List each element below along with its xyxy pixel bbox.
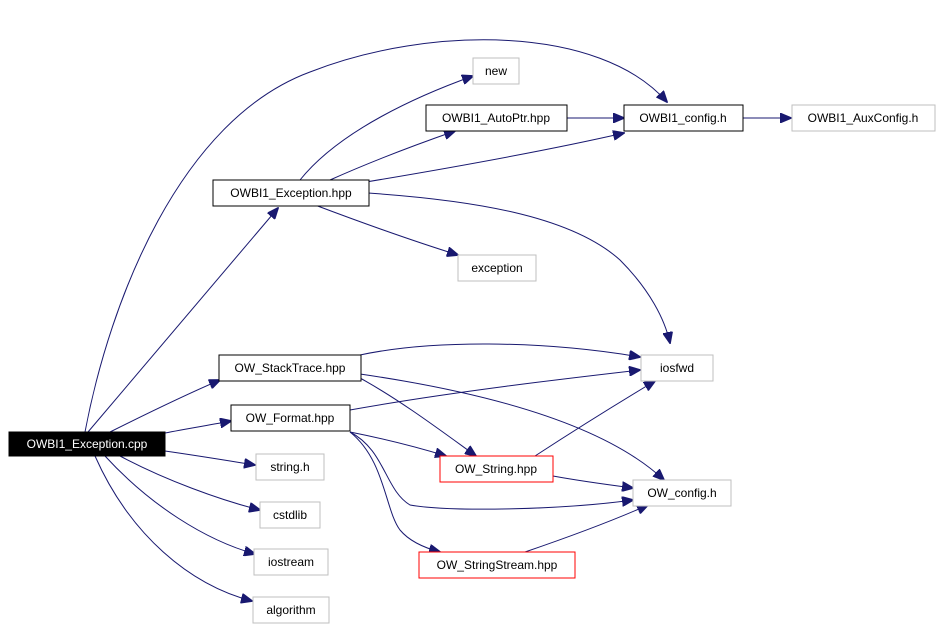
edge-owbi1-exception-hpp-to-new xyxy=(299,76,473,181)
edge-ow-format-hpp-to-ow-string-hpp xyxy=(349,431,446,456)
edge-ow-stacktrace-hpp-to-iosfwd xyxy=(359,343,640,357)
node-label: new xyxy=(485,64,507,78)
edge-ow-string-hpp-to-ow-config-h xyxy=(552,475,633,488)
node-owbi1-auxconfig-h[interactable]: OWBI1_AuxConfig.h xyxy=(791,104,936,132)
node-label: OWBI1_AuxConfig.h xyxy=(808,111,919,125)
node-label: OWBI1_Exception.hpp xyxy=(230,186,352,200)
edge-owbi1-exception-hpp-to-iosfwd xyxy=(367,192,670,343)
node-ow-stacktrace-hpp[interactable]: OW_StackTrace.hpp xyxy=(218,354,362,382)
edge-owbi1-exception-cpp-to-ow-stacktrace-hpp xyxy=(109,380,220,433)
node-label: iosfwd xyxy=(660,361,694,375)
edges-layer xyxy=(84,39,791,601)
node-label: OWBI1_AutoPtr.hpp xyxy=(442,111,550,125)
node-new[interactable]: new xyxy=(472,57,520,85)
node-label: OW_String.hpp xyxy=(455,462,537,476)
node-label: OWBI1_Exception.cpp xyxy=(27,437,148,451)
node-label: OW_config.h xyxy=(647,486,716,500)
edge-owbi1-exception-cpp-to-cstdlib xyxy=(119,455,260,510)
edge-ow-format-hpp-to-ow-stringstream-hpp xyxy=(349,431,440,552)
node-owbi1-config-h[interactable]: OWBI1_config.h xyxy=(623,104,744,132)
edge-ow-stringstream-hpp-to-ow-config-h xyxy=(524,505,648,553)
node-algorithm[interactable]: algorithm xyxy=(252,596,330,624)
node-label: algorithm xyxy=(266,603,315,617)
node-label: OW_Format.hpp xyxy=(246,411,335,425)
node-ow-stringstream-hpp[interactable]: OW_StringStream.hpp xyxy=(418,551,576,579)
edge-ow-string-hpp-to-iosfwd xyxy=(534,381,655,457)
node-label: exception xyxy=(471,261,522,275)
node-label: OW_StackTrace.hpp xyxy=(235,361,346,375)
node-owbi1-autoptr-hpp[interactable]: OWBI1_AutoPtr.hpp xyxy=(425,104,568,132)
node-label: cstdlib xyxy=(273,508,307,522)
node-label: OW_StringStream.hpp xyxy=(437,558,558,572)
node-exception[interactable]: exception xyxy=(457,254,537,282)
edge-owbi1-exception-cpp-to-iostream xyxy=(104,455,255,554)
node-iosfwd[interactable]: iosfwd xyxy=(640,354,714,382)
edge-owbi1-exception-cpp-to-algorithm xyxy=(94,455,252,601)
node-label: iostream xyxy=(268,555,314,569)
edge-owbi1-exception-cpp-to-owbi1-exception-hpp xyxy=(87,208,278,433)
edge-owbi1-exception-hpp-to-owbi1-autoptr-hpp xyxy=(329,131,455,181)
edge-owbi1-exception-cpp-to-owbi1-config-h xyxy=(84,39,667,433)
node-owbi1-exception-cpp[interactable]: OWBI1_Exception.cpp xyxy=(8,431,166,457)
edge-ow-format-hpp-to-iosfwd xyxy=(349,370,640,411)
edge-ow-stacktrace-hpp-to-ow-string-hpp xyxy=(359,377,476,456)
edge-owbi1-exception-hpp-to-owbi1-config-h xyxy=(359,133,624,184)
edge-owbi1-exception-cpp-to-string-h xyxy=(164,450,255,465)
nodes-layer: OWBI1_Exception.cpp OWBI1_Exception.hpp … xyxy=(8,57,936,624)
edge-ow-format-hpp-to-ow-config-h xyxy=(349,431,633,510)
node-label: OWBI1_config.h xyxy=(639,111,726,125)
edge-owbi1-exception-cpp-to-ow-format-hpp xyxy=(164,421,231,434)
node-string-h[interactable]: string.h xyxy=(255,453,325,481)
node-ow-config-h[interactable]: OW_config.h xyxy=(632,479,732,507)
edge-ow-stacktrace-hpp-to-ow-config-h xyxy=(359,373,664,480)
node-ow-format-hpp[interactable]: OW_Format.hpp xyxy=(230,404,351,432)
node-iostream[interactable]: iostream xyxy=(253,548,329,576)
node-cstdlib[interactable]: cstdlib xyxy=(259,501,321,529)
node-owbi1-exception-hpp[interactable]: OWBI1_Exception.hpp xyxy=(212,179,370,207)
node-label: string.h xyxy=(270,460,309,474)
edge-owbi1-exception-hpp-to-exception xyxy=(314,204,458,255)
node-ow-string-hpp[interactable]: OW_String.hpp xyxy=(439,455,554,483)
